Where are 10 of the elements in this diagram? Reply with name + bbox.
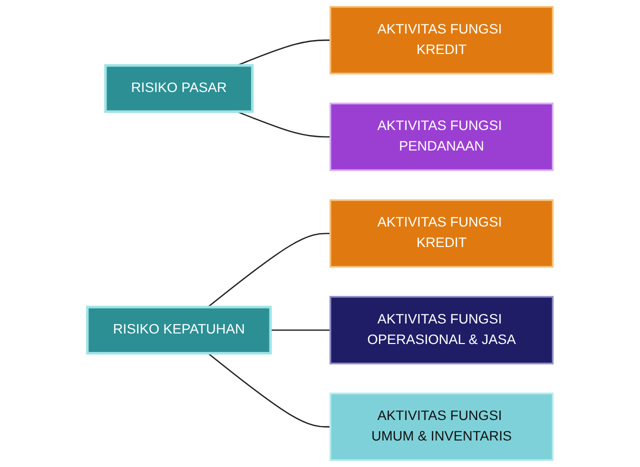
- node-box: AKTIVITAS FUNGSI KREDIT: [329, 199, 554, 268]
- node-box: AKTIVITAS FUNGSI KREDIT: [329, 6, 554, 74]
- connector: [208, 352, 330, 428]
- connector: [270, 330, 330, 331]
- node-box: AKTIVITAS FUNGSI OPERASIONAL & JASA: [329, 296, 554, 364]
- node-box: RISIKO KEPATUHAN: [86, 306, 272, 355]
- connector: [208, 232, 330, 308]
- node-box: AKTIVITAS FUNGSI UMUM & INVENTARIS: [329, 392, 554, 462]
- node-box: AKTIVITAS FUNGSI PENDANAAN: [329, 102, 554, 172]
- node-box: RISIKO PASAR: [104, 64, 254, 113]
